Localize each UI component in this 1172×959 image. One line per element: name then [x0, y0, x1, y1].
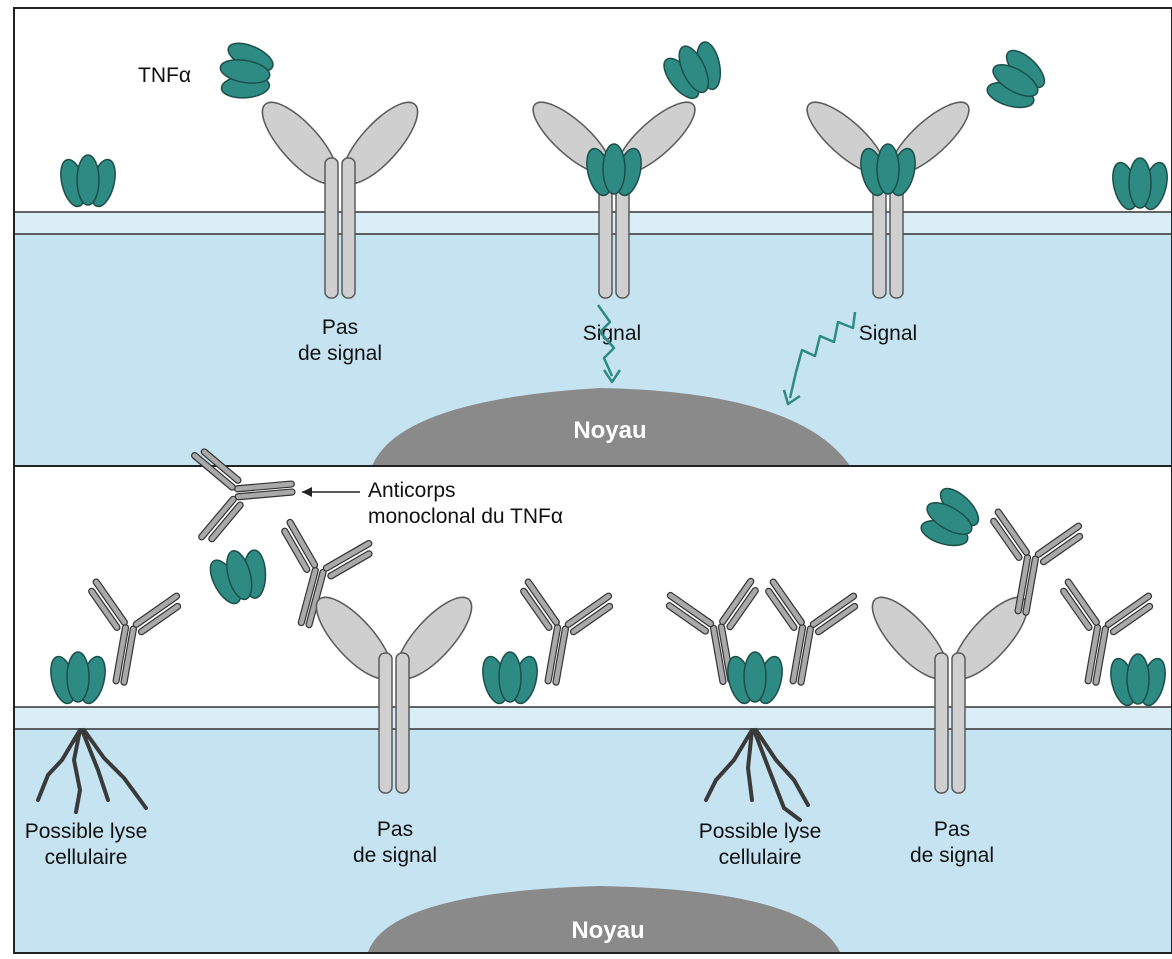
cell-label-1-line2: cellulaire — [45, 846, 128, 869]
antibody-label-line2: monoclonal du TNFα — [368, 505, 563, 528]
cell-label-2-line2: de signal — [353, 844, 437, 867]
cell-label-1-line1: Possible lyse — [25, 820, 148, 843]
receptor-3-label: Signal — [859, 322, 917, 345]
top-panel: Noyau TNFα Pas de signal Signal Signal — [15, 9, 1171, 466]
cell-label-2-line1: Pas — [377, 818, 413, 841]
cell-label-3-line1: Possible lyse — [699, 820, 822, 843]
cell-label-3-line2: cellulaire — [719, 846, 802, 869]
antibody-label-line1: Anticorps — [368, 479, 456, 502]
top-membrane — [15, 212, 1171, 234]
receptor-2-label: Signal — [583, 322, 641, 345]
bottom-nucleus-label: Noyau — [571, 917, 644, 944]
receptor-1-label-line1: Pas — [322, 316, 358, 339]
tnf-label: TNFα — [138, 64, 191, 87]
bottom-membrane — [15, 707, 1171, 729]
top-nucleus-label: Noyau — [573, 417, 646, 444]
bottom-panel: Noyau Anticorps monoclonal du TNFα — [15, 440, 1171, 952]
receptor-1-label-line2: de signal — [298, 342, 382, 365]
cell-label-4-line1: Pas — [934, 818, 970, 841]
cell-label-4-line2: de signal — [910, 844, 994, 867]
